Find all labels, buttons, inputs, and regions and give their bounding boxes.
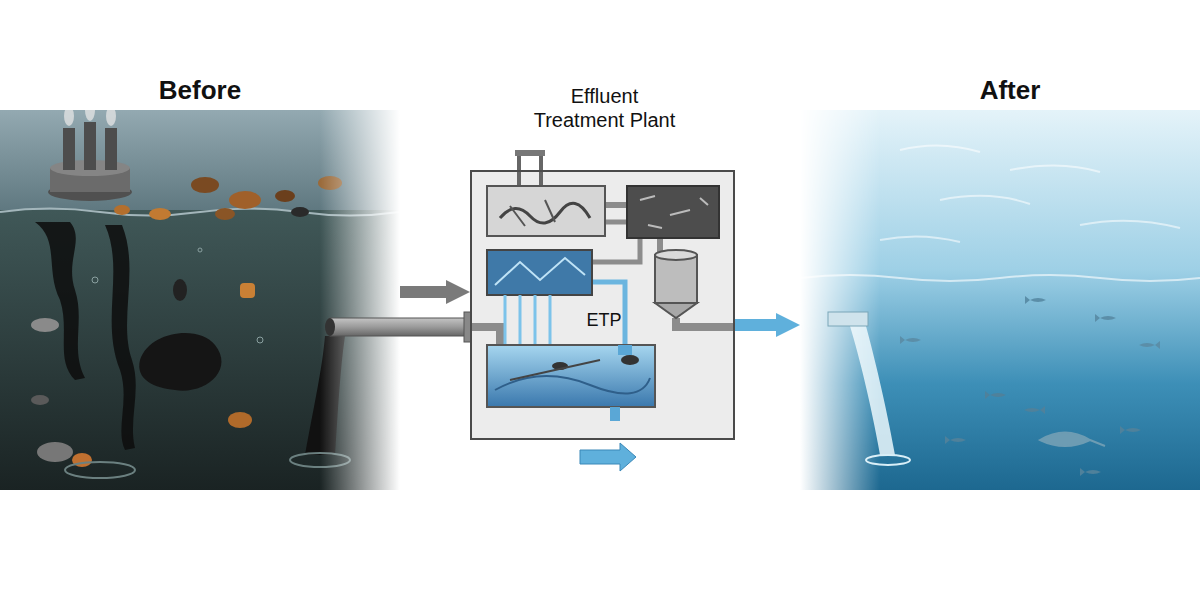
smoke — [106, 106, 116, 126]
floating-debris — [114, 205, 130, 215]
ripple — [866, 455, 910, 465]
fish — [1080, 468, 1101, 476]
polluted-water-scene — [0, 99, 400, 490]
connector — [618, 345, 632, 355]
floating-debris — [149, 208, 171, 220]
water-fall — [534, 295, 537, 345]
aeration-tank — [487, 250, 592, 295]
settling-tank — [487, 345, 655, 407]
floating-debris — [318, 176, 342, 190]
fish — [945, 436, 966, 444]
paddle — [510, 360, 600, 380]
ripple — [65, 462, 135, 478]
before-panel: Before — [0, 110, 400, 490]
pipe-outlet — [325, 318, 335, 336]
sludge — [500, 203, 590, 223]
clean-outflow — [850, 326, 895, 455]
fish — [1139, 341, 1160, 349]
sunken-bottle — [173, 279, 187, 301]
floating-debris — [275, 190, 295, 202]
plant-heading: Effluent Treatment Plant — [527, 84, 682, 132]
fish — [1120, 426, 1141, 434]
fish — [1024, 406, 1045, 414]
sunken-debris — [37, 442, 73, 462]
sludge-outflow — [305, 336, 345, 455]
bubble — [257, 337, 263, 343]
inflow-pipe — [325, 312, 472, 342]
fish — [1025, 296, 1046, 304]
after-panel: After — [800, 110, 1200, 490]
plant-fill — [470, 170, 735, 440]
floating-debris — [291, 207, 309, 217]
floating-debris — [215, 208, 235, 220]
inlet-pipe — [470, 327, 500, 345]
floating-debris — [191, 177, 219, 193]
screening-tank — [487, 186, 605, 236]
oil-blob — [139, 333, 221, 391]
flow-arrow — [580, 443, 636, 471]
sludge — [621, 355, 639, 365]
floating-debris — [229, 191, 261, 209]
bubble — [92, 277, 98, 283]
panel-heading: After — [810, 75, 1200, 106]
sunken-debris — [31, 395, 49, 405]
treatment-plant-box: Effluent Treatment PlantETP — [470, 170, 735, 440]
smoke — [85, 99, 95, 121]
ray — [1040, 433, 1105, 447]
sunken-debris — [240, 283, 255, 298]
caustic-light — [880, 145, 1180, 242]
smoke — [64, 106, 74, 126]
bubble — [198, 248, 202, 252]
sunken-debris — [228, 412, 252, 428]
smokestack — [63, 128, 75, 170]
plant-code: ETP — [554, 310, 654, 332]
fish — [985, 391, 1006, 399]
oil-plume — [35, 222, 85, 380]
polluted-water — [0, 210, 400, 490]
connector — [610, 407, 620, 421]
smokestack — [105, 128, 117, 170]
sludge — [510, 200, 555, 226]
valve — [515, 150, 545, 156]
fish — [1095, 314, 1116, 322]
panel-heading: Before — [0, 75, 400, 106]
smokestack — [84, 122, 96, 170]
treatment-plant-interior — [470, 150, 735, 471]
water-streak — [495, 258, 585, 285]
ripple — [290, 453, 350, 467]
filter-cylinder — [655, 255, 697, 303]
water-fall — [549, 295, 552, 345]
outlet-pipe — [828, 312, 868, 326]
water-fall — [504, 295, 507, 345]
surface-line — [0, 209, 400, 216]
surface-line — [800, 275, 1200, 281]
flow-arrow — [735, 319, 776, 331]
clean-water-scene — [800, 110, 1200, 490]
sunken-can — [31, 318, 59, 332]
filter-cone — [655, 303, 697, 318]
control-unit — [627, 186, 719, 238]
filter-top — [655, 250, 697, 260]
oil-plume — [105, 225, 136, 450]
water-fall — [519, 295, 522, 345]
clean-water — [800, 110, 1200, 490]
pipe — [330, 318, 472, 336]
outlet-pipe — [676, 318, 735, 327]
water-surface — [0, 110, 400, 215]
flow-arrow — [400, 286, 446, 298]
fish — [900, 336, 921, 344]
control-detail — [640, 196, 708, 228]
